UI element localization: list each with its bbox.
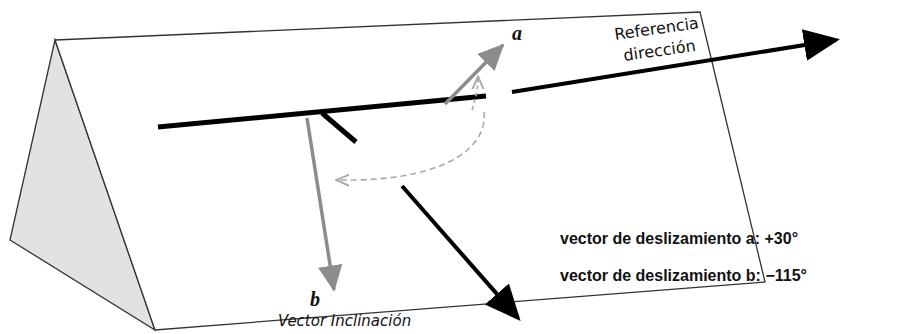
slip-vector-b [307, 118, 334, 290]
dip-vector [402, 186, 518, 318]
vector-letter: a [512, 22, 522, 45]
angle-arc-b [338, 112, 484, 180]
dip-vector-label: Vector Inclinación [278, 312, 411, 330]
angle-arc-a [472, 78, 478, 110]
dip-tick [322, 113, 356, 142]
slip-vector-note: vector de deslizamiento b: −115° [560, 267, 807, 285]
strike-line [158, 96, 486, 127]
slip-vector-note: vector de deslizamiento a: +30° [560, 230, 798, 248]
vector-letter: b [310, 288, 320, 311]
slip-vector-a [445, 45, 503, 104]
